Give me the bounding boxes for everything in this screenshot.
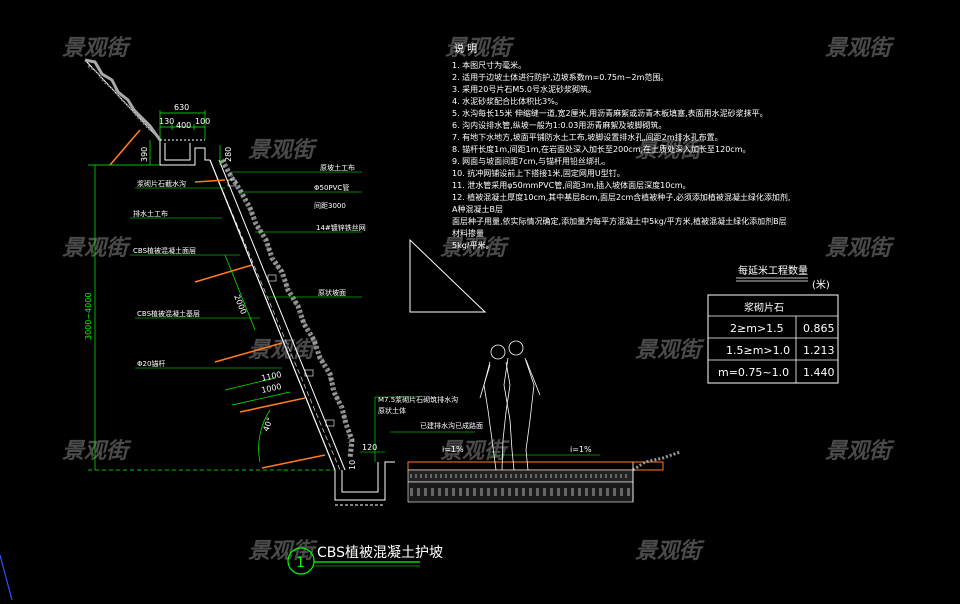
dim-base-small: 10	[348, 460, 357, 470]
watermark: 景观街	[440, 439, 510, 464]
anchor-rods	[109, 129, 326, 469]
upper-slope	[84, 58, 162, 141]
table-row-3-range: m=0.75~1.0	[718, 366, 789, 379]
people-figures	[479, 340, 541, 471]
label-right-5: 原状坡面	[318, 288, 346, 297]
label-right-4: 14#镀锌铁丝网	[316, 223, 366, 232]
label-left-5: Φ20锚杆	[137, 359, 165, 368]
watermark: 景观街	[825, 236, 895, 261]
table-unit: (米)	[812, 278, 830, 291]
note-line-13: A种混凝土B层	[452, 204, 503, 214]
note-line-3: 3. 采用20号片石M5.0号水泥砂浆砌筑。	[452, 84, 596, 94]
watermark: 景观街	[635, 539, 705, 564]
dim-top-left: 130	[159, 117, 174, 126]
table-row-1-range: 2≥m>1.5	[730, 322, 784, 335]
dim-top-mid: 400	[176, 121, 191, 130]
table-row-2-value: 1.213	[803, 344, 835, 357]
note-line-12: 12. 植被混凝土厚度10cm,其中基层8cm,面层2cm含植被种子,必须添加植…	[452, 192, 790, 202]
drawing-caption: 1 CBS植被混凝土护坡	[287, 545, 443, 575]
bottom-dims	[360, 396, 600, 462]
slope-pct-2: i=1%	[570, 445, 592, 454]
dim-slope-len: 2000	[232, 293, 248, 315]
note-line-16: 5kg/平米。	[452, 240, 494, 250]
note-line-10: 10. 抗冲网铺设前上下搭接1米,固定网用U型钉。	[452, 168, 625, 178]
table-row-3-value: 1.440	[803, 366, 835, 379]
label-left-2: 排水土工布	[133, 209, 168, 218]
notes-block: 说 明 1. 本图尺寸为毫米。 2. 适用于边坡土体进行防护,边坡系数m=0.7…	[452, 42, 790, 250]
note-line-8: 8. 锚杆长度1m,间距1m,在岩面处深入加长至200cm,在土质处深入加长至1…	[452, 144, 751, 154]
watermark: 景观街	[440, 236, 510, 261]
watermark: 景观街	[445, 36, 515, 61]
note-line-11: 11. 泄水管采用φ50mmPVC管,间距3m,插入坡体面层深度10cm。	[452, 180, 691, 190]
label-bottom-2: 原状土体	[378, 406, 406, 415]
dim-side-small2: 280	[224, 147, 233, 162]
caption-number: 1	[296, 555, 305, 571]
stray-line	[0, 554, 13, 601]
note-line-14: 面层种子用量,依实际情况确定,添加量为每平方混凝土中5kg/平方米,植被混凝土绿…	[452, 216, 787, 226]
note-line-5: 5. 水沟每长15米 伸缩缝一道,宽2厘米,用沥青麻絮或沥青木板填塞,表面用水泥…	[452, 108, 768, 118]
note-line-15: 材料掺量	[452, 228, 484, 238]
note-line-4: 4. 水泥砂浆配合比体积比3%。	[452, 96, 563, 106]
watermark: 景观街	[635, 338, 705, 363]
main-slope	[209, 158, 355, 471]
slope-dimension	[224, 254, 291, 406]
left-leaders	[130, 187, 282, 369]
notes-title: 说 明	[454, 42, 477, 55]
top-ditch	[159, 139, 210, 166]
dim-top-total: 630	[174, 103, 189, 112]
watermark: 景观街	[248, 138, 318, 163]
label-bottom-3: 已建排水沟已成路面	[420, 421, 483, 430]
dim-top-right: 100	[195, 117, 210, 126]
label-right-3: 间距3000	[314, 202, 346, 210]
watermark-group: 景观街 景观街 景观街 景观街 景观街 景观街 景观街 景观街 景观街 景观街 …	[62, 36, 895, 564]
top-dimensions	[149, 110, 221, 165]
watermark: 景观街	[248, 539, 318, 564]
label-bottom-1: M7.5浆砌片石砌筑排水沟	[378, 395, 458, 404]
dim-base-w: 120	[362, 443, 377, 452]
dim-side-small: 390	[140, 147, 149, 162]
label-right-1: 原坡土工布	[320, 163, 355, 172]
dim-angle: 40°	[261, 416, 274, 432]
note-line-2: 2. 适用于边坡土体进行防护,边坡系数m=0.75m~2m范围。	[452, 72, 668, 82]
table-row-2-range: 1.5≥m>1.0	[726, 344, 790, 357]
dim-anchor-a: 1100	[261, 370, 283, 383]
label-left-3: CBS植被混凝土面层	[133, 246, 196, 255]
watermark: 景观街	[62, 439, 132, 464]
slope-pct-1: i=1%	[442, 445, 464, 454]
right-leaders	[232, 171, 362, 298]
caption-title: CBS植被混凝土护坡	[317, 545, 443, 561]
watermark: 景观街	[62, 236, 132, 261]
height-dimension	[88, 164, 335, 471]
slope-triangle-symbol	[409, 238, 487, 313]
label-left-4: CBS植被混凝土基层	[137, 309, 200, 318]
label-left-1: 浆砌片石截水沟	[137, 179, 186, 188]
table-row-1-value: 0.865	[803, 322, 835, 335]
road-section	[407, 450, 681, 503]
note-line-1: 1. 本图尺寸为毫米。	[452, 60, 526, 70]
note-line-7: 7. 有地下水地方,坡面平铺防水土工布,坡脚设置排水孔,间距2m排水孔布置。	[452, 132, 723, 142]
bottom-ditch	[334, 461, 395, 506]
watermark: 景观街	[825, 439, 895, 464]
watermark: 景观街	[635, 138, 705, 163]
table-header: 浆砌片石	[744, 301, 784, 314]
note-line-9: 9. 网面与坡面间距7cm,与锚杆用铅丝绑扎。	[452, 156, 610, 166]
quantity-table: 每延米工程数量 (米) 浆砌片石 2≥m>1.5 0.865 1.5≥m>1.0…	[707, 264, 839, 384]
note-line-6: 6. 沟内设排水管,纵坡一般为1:0.03用沥青麻絮及坡脚砌筑。	[452, 120, 666, 130]
watermark: 景观街	[62, 36, 132, 61]
angle-arc	[258, 409, 271, 463]
dim-height-total: 3000~4000	[84, 293, 93, 340]
watermark: 景观街	[825, 36, 895, 61]
table-title: 每延米工程数量	[738, 264, 808, 277]
label-right-2: Φ50PVC管	[314, 183, 349, 192]
dim-anchor-b: 1000	[261, 382, 283, 395]
